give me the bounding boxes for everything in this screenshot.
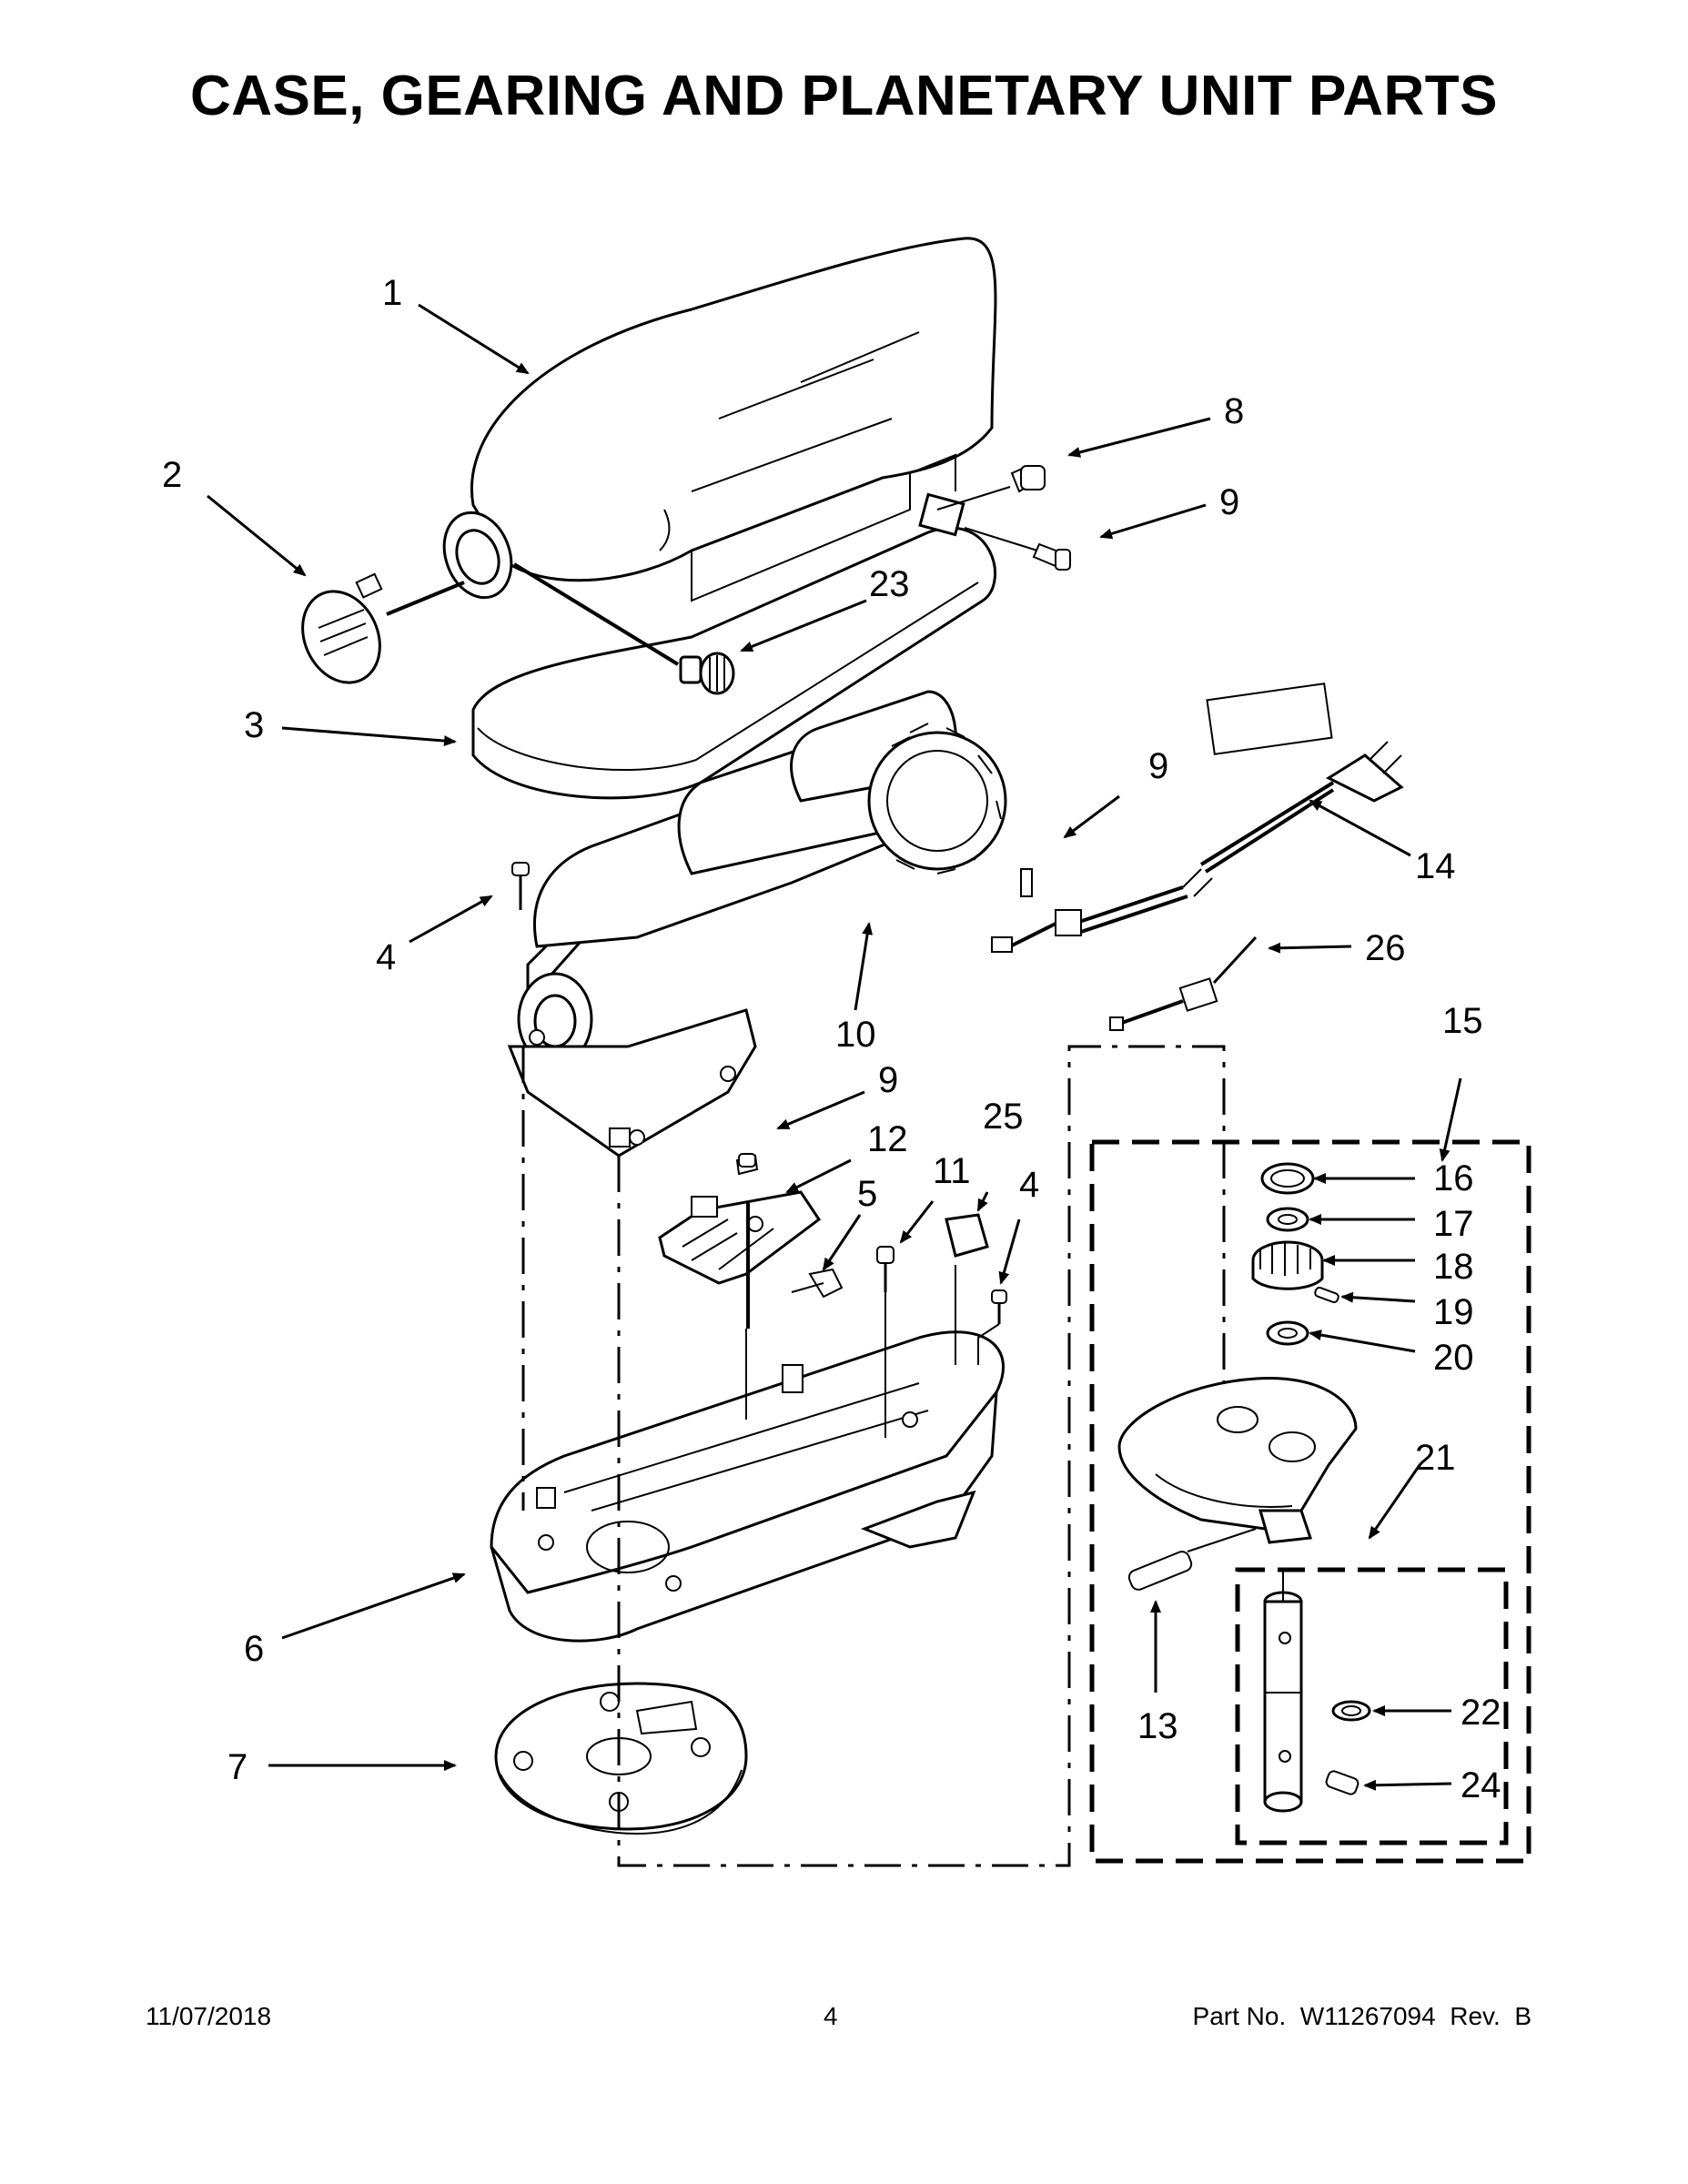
thumb-screw (512, 562, 735, 695)
shaft-ring (1331, 1700, 1371, 1722)
guide-line-mid (617, 1045, 1226, 1867)
beater-shaft (1263, 1570, 1303, 1813)
lower-gear-plate (494, 1682, 748, 1835)
callout-8: 8 (1224, 391, 1244, 431)
callout-9-board: 9 (878, 1060, 898, 1100)
screw-11 (876, 1246, 895, 1292)
switch-part (791, 1268, 844, 1299)
callout-11: 11 (933, 1151, 971, 1191)
screw-4-left (511, 862, 530, 910)
callout-7: 7 (227, 1747, 248, 1787)
callout-6: 6 (244, 1629, 264, 1669)
callout-21: 21 (1415, 1438, 1456, 1478)
callout-24: 24 (1461, 1765, 1501, 1805)
speed-control-knob (945, 1213, 989, 1258)
callout-20: 20 (1433, 1338, 1474, 1378)
callout-4-right: 4 (1019, 1165, 1039, 1205)
callout-15: 15 (1442, 1001, 1483, 1041)
power-cord (991, 682, 1404, 953)
callout-17: 17 (1433, 1204, 1474, 1244)
callout-23: 23 (869, 564, 910, 604)
trim-band (471, 526, 996, 800)
guide-line-screw4 (977, 1323, 1000, 1365)
washer-17 (1266, 1207, 1309, 1232)
retaining-ring (1260, 1162, 1315, 1195)
callout-2: 2 (162, 455, 182, 495)
callout-16: 16 (1433, 1158, 1474, 1198)
callout-19: 19 (1433, 1292, 1474, 1332)
rear-bracket (918, 464, 1071, 571)
hub-cover (301, 572, 465, 684)
callout-22: 22 (1461, 1693, 1501, 1733)
callout-1: 1 (382, 273, 402, 313)
planetary-gear (1251, 1240, 1324, 1290)
gear-pin (1314, 1286, 1339, 1304)
page-title: CASE, GEARING AND PLANETARY UNIT PARTS (189, 65, 1499, 127)
washer-20 (1266, 1320, 1309, 1346)
callout-4-left: 4 (376, 937, 396, 977)
callout-25: 25 (983, 1097, 1024, 1137)
callout-12: 12 (867, 1119, 908, 1159)
control-board (658, 1154, 822, 1329)
shaft-assembly-box (1235, 1567, 1509, 1845)
gear-case (490, 1330, 1005, 1643)
planetary-assembly-box (1089, 1139, 1531, 1864)
callout-9-cord: 9 (1148, 746, 1168, 786)
callout-9-top: 9 (1219, 482, 1239, 522)
footer-part-number: Part No. W11267094 Rev. B (1192, 2002, 1531, 2030)
callout-3: 3 (244, 705, 264, 745)
callout-13: 13 (1137, 1706, 1178, 1746)
screw-4-right (991, 1289, 1007, 1324)
footer-date: 11/07/2018 (146, 2002, 272, 2030)
screw-9-center (738, 1153, 756, 1168)
callout-26: 26 (1365, 928, 1406, 968)
planetary-pin (1127, 1528, 1257, 1591)
shaft-pin (1325, 1770, 1359, 1795)
case-hub (442, 511, 513, 600)
planetary-housing (1117, 1376, 1358, 1544)
footer-page-number: 4 (824, 2002, 838, 2030)
motor-assembly (507, 690, 1007, 1158)
case-housing (470, 237, 997, 602)
leader-arrows (207, 303, 1462, 1791)
callout-5: 5 (857, 1174, 877, 1214)
callout-14: 14 (1415, 846, 1456, 886)
callout-18: 18 (1433, 1247, 1474, 1287)
callout-10: 10 (835, 1015, 876, 1055)
wire-harness (1109, 935, 1258, 1031)
